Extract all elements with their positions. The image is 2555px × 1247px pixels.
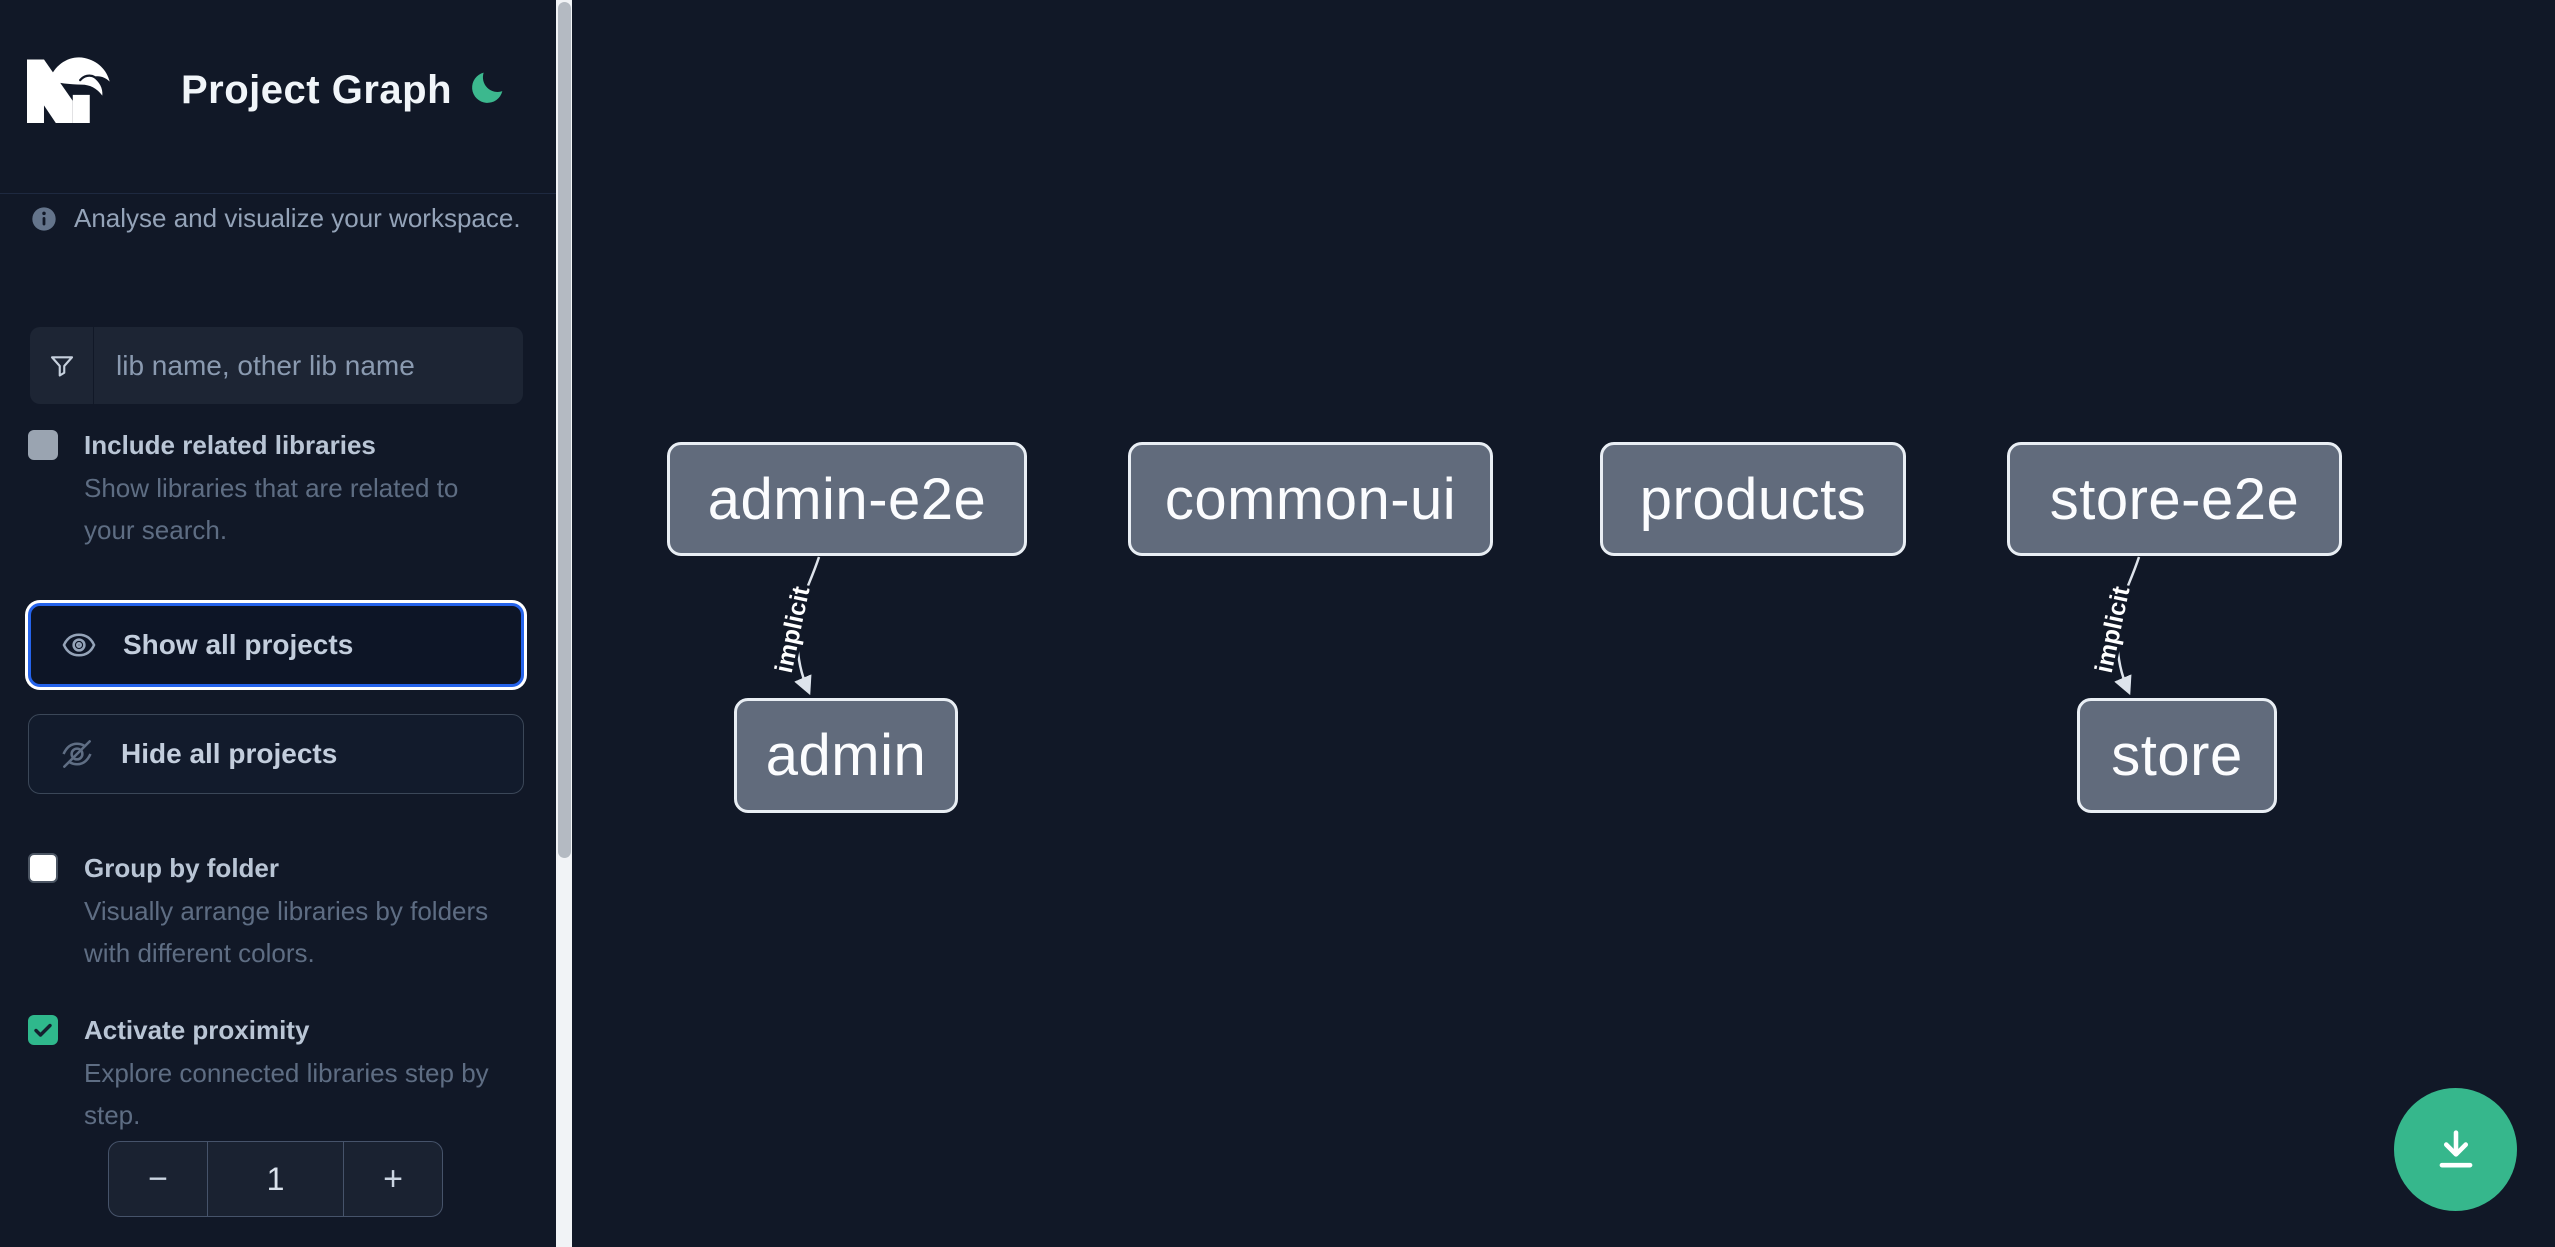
filter-input-group bbox=[30, 327, 523, 404]
option-activate-proximity: Activate proximity Explore connected lib… bbox=[28, 1013, 528, 1136]
show-all-projects-label: Show all projects bbox=[123, 629, 354, 660]
download-graph-button[interactable] bbox=[2394, 1088, 2517, 1211]
option-desc-activate-proximity: Explore connected libraries step by step… bbox=[84, 1058, 489, 1130]
graph-node-store-e2e[interactable]: store-e2e bbox=[2007, 442, 2342, 556]
hide-all-projects-label: Hide all projects bbox=[121, 738, 338, 769]
header-divider bbox=[0, 193, 556, 194]
hide-all-projects-button[interactable]: Hide all projects bbox=[28, 714, 524, 794]
moon-icon bbox=[472, 72, 503, 103]
tagline-text: Analyse and visualize your workspace. bbox=[74, 203, 521, 233]
eye-off-icon bbox=[57, 734, 97, 774]
graph-node-admin[interactable]: admin bbox=[734, 698, 958, 813]
sidebar: Project Graph Analyse and visualize your… bbox=[0, 0, 556, 1247]
download-icon bbox=[2439, 1129, 2472, 1167]
graph-node-store[interactable]: store bbox=[2077, 698, 2277, 813]
graph-canvas[interactable]: implicit implicit admin-e2e common-ui produ… bbox=[572, 0, 2555, 1247]
graph-node-admin-e2e[interactable]: admin-e2e bbox=[667, 442, 1027, 556]
checkmark-icon bbox=[34, 1023, 52, 1037]
proximity-stepper: − 1 + bbox=[108, 1141, 443, 1217]
checkbox-activate-proximity[interactable] bbox=[28, 1015, 58, 1045]
page-title: Project Graph bbox=[181, 68, 453, 112]
checkbox-include-related[interactable] bbox=[28, 430, 58, 460]
sidebar-scrollbar-thumb[interactable] bbox=[557, 2, 571, 858]
option-label-include-related[interactable]: Include related libraries bbox=[84, 430, 376, 460]
tagline-row: Analyse and visualize your workspace. bbox=[30, 203, 530, 234]
sidebar-scrollbar[interactable] bbox=[556, 0, 572, 1247]
checkbox-group-by-folder[interactable] bbox=[28, 853, 58, 883]
edge-label-admin-e2e-admin: implicit bbox=[770, 583, 816, 675]
option-desc-group-by-folder: Visually arrange libraries by folders wi… bbox=[84, 896, 489, 968]
graph-edge-admin-e2e-admin[interactable] bbox=[794, 556, 821, 696]
filter-funnel-icon bbox=[30, 327, 94, 404]
option-desc-include-related: Show libraries that are related to your … bbox=[84, 473, 459, 545]
eye-icon bbox=[59, 625, 99, 665]
theme-toggle-button[interactable] bbox=[466, 66, 510, 110]
graph-node-common-ui[interactable]: common-ui bbox=[1128, 442, 1493, 556]
sidebar-header: Project Graph bbox=[0, 0, 556, 194]
nx-logo bbox=[27, 57, 110, 123]
proximity-increment-button[interactable]: + bbox=[344, 1142, 442, 1216]
graph-edge-store-e2e-store[interactable] bbox=[2114, 556, 2141, 696]
option-label-activate-proximity[interactable]: Activate proximity bbox=[84, 1015, 310, 1045]
proximity-decrement-button[interactable]: − bbox=[109, 1142, 207, 1216]
option-include-related: Include related libraries Show libraries… bbox=[28, 428, 528, 551]
option-label-group-by-folder[interactable]: Group by folder bbox=[84, 853, 279, 883]
info-icon bbox=[32, 206, 56, 231]
show-all-projects-button[interactable]: Show all projects bbox=[28, 603, 524, 687]
edge-label-store-e2e-store: implicit bbox=[2090, 583, 2136, 675]
search-input[interactable] bbox=[94, 327, 523, 404]
graph-edges-svg: implicit implicit bbox=[767, 556, 2141, 696]
proximity-value[interactable]: 1 bbox=[207, 1142, 344, 1216]
option-group-by-folder: Group by folder Visually arrange librari… bbox=[28, 851, 528, 974]
graph-node-products[interactable]: products bbox=[1600, 442, 1906, 556]
